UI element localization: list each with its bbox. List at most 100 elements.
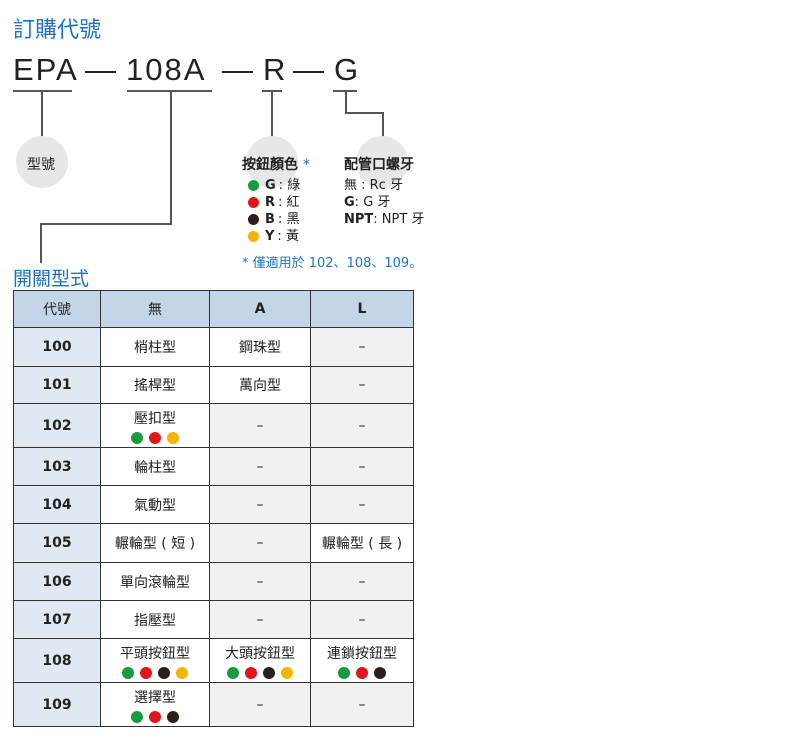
row-code: 101: [13, 366, 101, 404]
red-dot-icon: [149, 431, 161, 444]
table-row: 105 輾輪型 ( 短 ) – 輾輪型 ( 長 ): [13, 523, 414, 563]
cell-a: 鋼珠型: [209, 327, 311, 367]
red-dot-icon: [248, 197, 259, 208]
cell-none: 壓扣型: [100, 403, 210, 448]
code-part-color: R: [263, 52, 288, 87]
cell-a: 大頭按鈕型: [209, 638, 311, 683]
cell-none: 氣動型: [100, 485, 210, 524]
table-row: 108 平頭按鈕型 大頭按鈕型 連: [13, 638, 414, 683]
code-separator: —: [85, 52, 118, 87]
cell-a: –: [209, 682, 311, 727]
connector-model: [41, 90, 43, 140]
cell-l: –: [310, 366, 414, 404]
connector-switch-down: [40, 223, 42, 263]
cell-a: –: [209, 485, 311, 524]
cell-l: –: [310, 600, 414, 639]
color-option-green: G: 綠: [248, 177, 300, 194]
table-row: 104 氣動型 – –: [13, 485, 414, 524]
underline-switch: [127, 90, 212, 92]
cell-a: –: [209, 403, 311, 448]
yellow-dot-icon: [248, 231, 259, 242]
color-dots: [101, 666, 209, 679]
row-code: 108: [13, 638, 101, 683]
row-code: 109: [13, 682, 101, 727]
red-dot-icon: [245, 666, 257, 679]
table-row: 103 輪柱型 – –: [13, 447, 414, 486]
model-circle: [16, 136, 68, 188]
table-row: 109 選擇型 – –: [13, 682, 414, 727]
connector-switch-h: [40, 223, 172, 225]
cell-l-label: 連鎖按鈕型: [327, 645, 397, 662]
header-l: L: [310, 290, 414, 328]
order-code-title: 訂購代號: [13, 18, 102, 43]
cell-a: –: [209, 523, 311, 563]
yellow-dot-icon: [167, 431, 179, 444]
cell-l: –: [310, 447, 414, 486]
color-dots: [311, 666, 413, 679]
color-option-yellow: Y: 黃: [248, 228, 300, 245]
cell-none: 搖桿型: [100, 366, 210, 404]
code-part-switch: 108A: [126, 52, 207, 87]
row-code: 102: [13, 403, 101, 448]
color-dots: [101, 431, 209, 444]
cell-l: 連鎖按鈕型: [310, 638, 414, 683]
cell-none: 單向滾輪型: [100, 562, 210, 601]
cell-none: 梢柱型: [100, 327, 210, 367]
red-dot-icon: [356, 666, 368, 679]
cell-none: 指壓型: [100, 600, 210, 639]
switch-type-table: 代號 無 A L 100 梢柱型 鋼珠型 – 101 搖桿型 萬向型 – 102…: [13, 290, 414, 727]
table-row: 100 梢柱型 鋼珠型 –: [13, 327, 414, 367]
cell-a: –: [209, 562, 311, 601]
black-dot-icon: [248, 214, 259, 225]
cell-none-label: 壓扣型: [134, 410, 176, 427]
row-code: 103: [13, 447, 101, 486]
cell-l: –: [310, 682, 414, 727]
cell-l: –: [310, 485, 414, 524]
connector-thread: [345, 90, 347, 114]
black-dot-icon: [167, 710, 179, 723]
cell-a-label: 大頭按鈕型: [225, 645, 295, 662]
connector-thread-h: [345, 112, 384, 114]
thread-list: 無 : Rc 牙 G: G 牙 NPT: NPT 牙: [344, 177, 424, 228]
green-dot-icon: [131, 710, 143, 723]
green-dot-icon: [338, 666, 350, 679]
black-dot-icon: [374, 666, 386, 679]
row-code: 106: [13, 562, 101, 601]
cell-none-label: 選擇型: [134, 689, 176, 706]
color-dots: [101, 710, 209, 723]
code-part-thread: G: [334, 52, 361, 87]
cell-l: –: [310, 562, 414, 601]
code-separator: —: [222, 52, 255, 87]
green-dot-icon: [248, 180, 259, 191]
connector-thread-down: [382, 112, 384, 140]
connector-switch: [170, 90, 172, 225]
color-dots: [210, 666, 310, 679]
red-dot-icon: [140, 666, 152, 679]
green-dot-icon: [131, 431, 143, 444]
cell-none: 輾輪型 ( 短 ): [100, 523, 210, 563]
thread-option-npt: NPT: NPT 牙: [344, 212, 425, 227]
row-code: 104: [13, 485, 101, 524]
table-row: 102 壓扣型 – –: [13, 403, 414, 448]
color-list: G: 綠 R: 紅 B: 黑 Y: 黃: [248, 177, 300, 245]
cell-none: 選擇型: [100, 682, 210, 727]
green-dot-icon: [122, 666, 134, 679]
model-label: 型號: [27, 157, 55, 173]
table-row: 107 指壓型 – –: [13, 600, 414, 639]
color-option-red: R: 紅: [248, 194, 300, 211]
table-row: 106 單向滾輪型 – –: [13, 562, 414, 601]
table-header-row: 代號 無 A L: [13, 290, 414, 328]
applicability-note: * 僅適用於 102、108、109。: [242, 256, 423, 271]
cell-l: 輾輪型 ( 長 ): [310, 523, 414, 563]
cell-none: 平頭按鈕型: [100, 638, 210, 683]
thread-circle: [356, 136, 408, 188]
black-dot-icon: [263, 666, 275, 679]
row-code: 107: [13, 600, 101, 639]
green-dot-icon: [227, 666, 239, 679]
switch-type-title: 開關型式: [13, 268, 90, 290]
cell-l: –: [310, 403, 414, 448]
code-part-model: EPA: [13, 52, 79, 87]
cell-a: –: [209, 447, 311, 486]
piping-thread-label: 配管口螺牙: [344, 157, 414, 173]
cell-none-label: 平頭按鈕型: [120, 645, 190, 662]
